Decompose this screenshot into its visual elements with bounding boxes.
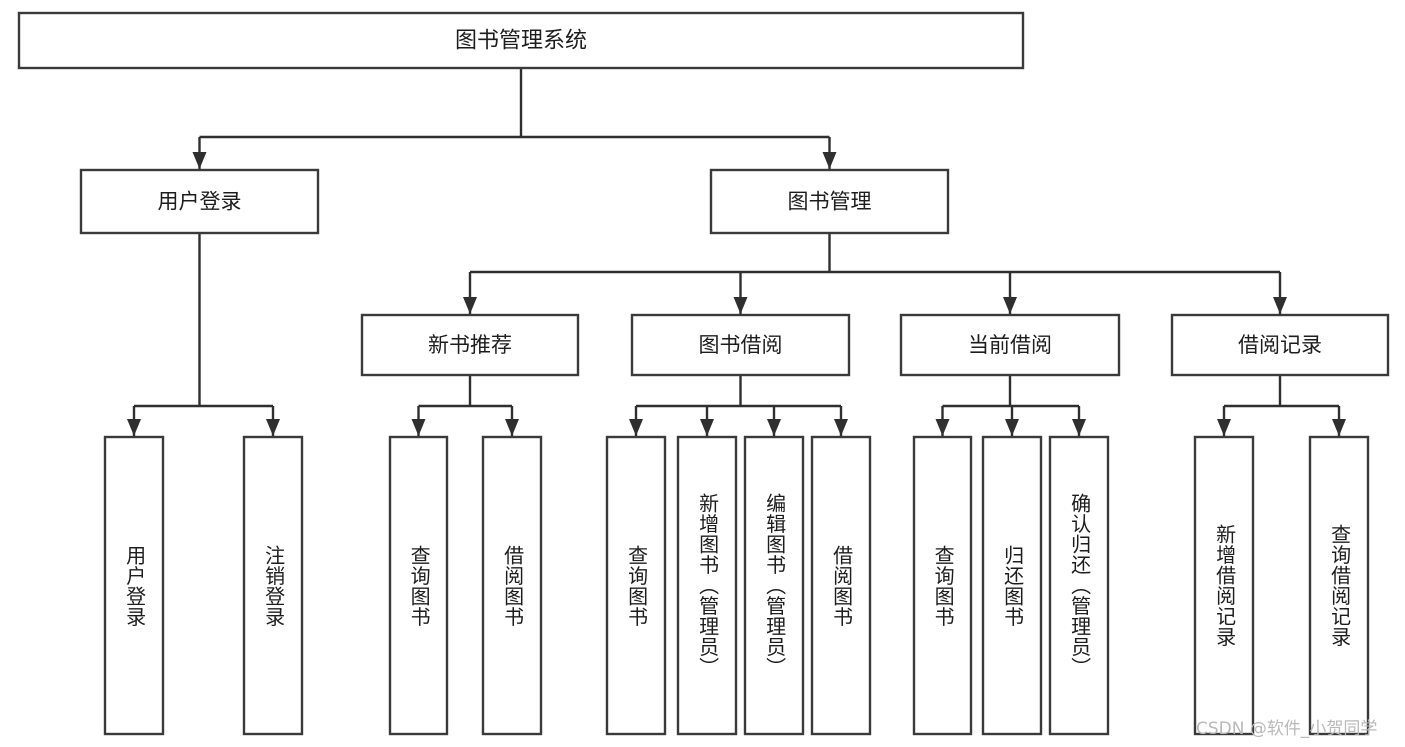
arrow-head bbox=[1217, 419, 1231, 436]
node-box-l6[interactable] bbox=[676, 435, 738, 736]
arrow-head bbox=[1003, 297, 1017, 314]
node-box-n6[interactable] bbox=[1170, 313, 1390, 377]
node-box-l5[interactable] bbox=[605, 435, 667, 736]
arrow-head bbox=[1332, 419, 1346, 436]
arrow-head bbox=[822, 152, 837, 169]
arrow-head bbox=[629, 419, 643, 436]
node-box-n3[interactable] bbox=[360, 313, 580, 377]
arrow-head bbox=[505, 419, 519, 436]
node-label-n4: 图书借阅 bbox=[699, 333, 783, 357]
arrow-head bbox=[192, 152, 207, 169]
arrow-head bbox=[700, 419, 714, 436]
node-box-n1[interactable] bbox=[79, 168, 320, 235]
node-box-l8[interactable] bbox=[810, 435, 872, 736]
watermark: CSDN @软件_小贺同学 bbox=[1196, 719, 1378, 739]
arrow-head bbox=[127, 419, 141, 436]
node-box-l13[interactable] bbox=[1308, 435, 1370, 736]
edges-layer bbox=[127, 68, 1346, 436]
node-box-l10[interactable] bbox=[981, 435, 1043, 736]
node-label-n2: 图书管理 bbox=[788, 190, 872, 214]
arrow-head bbox=[1072, 419, 1086, 436]
node-label-n5: 当前借阅 bbox=[968, 333, 1052, 357]
arrow-head bbox=[463, 297, 477, 314]
node-label-root: 图书管理系统 bbox=[455, 29, 587, 54]
node-box-root[interactable] bbox=[17, 11, 1025, 70]
node-label-n3: 新书推荐 bbox=[428, 333, 512, 357]
node-box-l1[interactable] bbox=[103, 435, 165, 736]
node-label-n6: 借阅记录 bbox=[1238, 333, 1322, 357]
node-box-l2[interactable] bbox=[242, 435, 304, 736]
arrow-head bbox=[1005, 419, 1019, 436]
arrow-head bbox=[733, 297, 748, 314]
arrow-head bbox=[411, 419, 426, 436]
arrow-head bbox=[834, 419, 848, 436]
node-box-l11[interactable] bbox=[1048, 435, 1110, 736]
node-box-l7[interactable] bbox=[743, 435, 805, 736]
arrow-head bbox=[1273, 297, 1287, 314]
node-box-l9[interactable] bbox=[912, 435, 973, 736]
arrow-head bbox=[935, 419, 950, 436]
node-box-l12[interactable] bbox=[1193, 435, 1255, 736]
node-label-n1: 用户登录 bbox=[158, 190, 242, 214]
arrow-head bbox=[266, 419, 280, 436]
node-box-n5[interactable] bbox=[899, 313, 1121, 377]
node-box-l4[interactable] bbox=[481, 435, 543, 736]
node-box-l3[interactable] bbox=[388, 435, 449, 736]
node-box-n2[interactable] bbox=[709, 168, 950, 235]
node-box-n4[interactable] bbox=[630, 313, 851, 377]
arrow-head bbox=[767, 419, 781, 436]
boxes-layer bbox=[17, 11, 1390, 736]
